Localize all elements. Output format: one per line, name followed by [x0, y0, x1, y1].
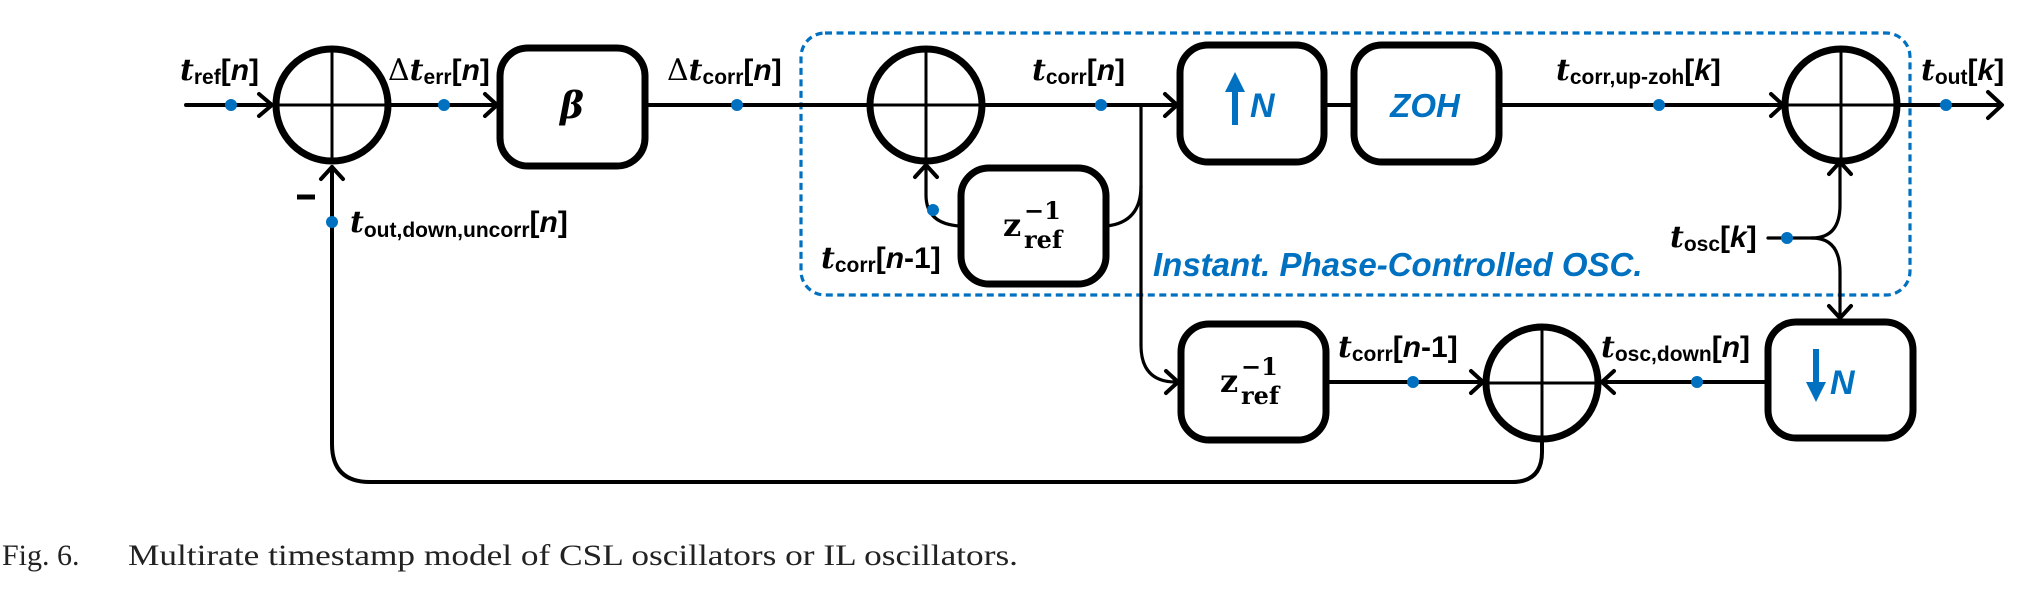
- wire-t-corr-branch-down: [1139, 103, 1178, 384]
- lower-delay-exponent: −1: [1241, 352, 1278, 381]
- wire-t-osc-down: [1810, 236, 1842, 320]
- loop-delay-exponent: −1: [1024, 196, 1061, 225]
- label-t-corr-prev-lower: tcorr[n-1]: [1338, 330, 1458, 366]
- node-t-out-down-uncorr: [326, 216, 338, 228]
- phase-controlled-osc-group-label: Instant. Phase-Controlled OSC.: [1153, 246, 1643, 283]
- label-t-osc: tosc[k]: [1670, 220, 1757, 256]
- node-t-corr: [1095, 99, 1107, 111]
- arrowhead-summer1-bottom: [319, 165, 345, 181]
- node-t-corr-prev-lower: [1407, 376, 1419, 388]
- downsample-block: N: [1764, 318, 1917, 442]
- upsample-block: N: [1176, 41, 1328, 166]
- wire-loop-delay-left: [924, 163, 962, 228]
- lower-delay-subscript: ref: [1241, 381, 1281, 410]
- label-t-corr: tcorr[n]: [1032, 53, 1125, 89]
- wire-loop-delay-right: [1105, 184, 1143, 228]
- loop-delay-block: z −1 ref: [957, 164, 1110, 288]
- label-t-out-down-uncorr: tout,down,uncorr[n]: [350, 205, 568, 242]
- label-t-corr-prev-loop: tcorr[n-1]: [821, 241, 941, 277]
- phase-controlled-osc-group-box: [799, 31, 1912, 297]
- zoh-label: ZOH: [1389, 87, 1461, 124]
- wire-feedback-return: [330, 165, 1544, 484]
- lower-delay-z: z: [1220, 362, 1238, 400]
- arrowhead-output: [1986, 90, 2004, 120]
- zoh-block: ZOH: [1350, 41, 1503, 166]
- upsample-factor-label: N: [1250, 87, 1276, 125]
- down-arrow-icon: [1806, 349, 1826, 402]
- label-t-ref: tref[n]: [180, 53, 259, 89]
- loop-delay-z: z: [1003, 206, 1021, 244]
- node-dt-err: [438, 99, 450, 111]
- node-t-osc-down: [1691, 376, 1703, 388]
- label-dt-err: Δterr[n]: [388, 53, 490, 89]
- arrowhead-summer2-bottom: [913, 163, 939, 179]
- node-dt-corr: [731, 99, 743, 111]
- up-arrow-icon: [1225, 72, 1245, 125]
- wire-t-osc-up: [1810, 160, 1842, 240]
- arrowhead-summer1-left: [257, 92, 274, 118]
- beta-label: β: [558, 85, 584, 127]
- output-summer: [1781, 45, 1901, 165]
- correction-accumulator-summer: [866, 45, 986, 165]
- node-t-ref: [225, 99, 237, 111]
- label-t-out: tout[k]: [1921, 53, 2004, 89]
- node-t-corr-up-zoh: [1653, 99, 1665, 111]
- label-t-corr-up-zoh: tcorr,up-zoh[k]: [1556, 53, 1721, 89]
- arrowhead-summer3-right: [1600, 369, 1616, 395]
- figure-caption-text: Multirate timestamp model of CSL oscilla…: [128, 539, 1018, 572]
- lower-summer: [1482, 323, 1602, 443]
- lower-delay-block: z −1 ref: [1177, 320, 1330, 444]
- node-t-out: [1940, 99, 1952, 111]
- label-t-osc-down: tosc,down[n]: [1601, 330, 1750, 366]
- loop-delay-subscript: ref: [1024, 225, 1064, 254]
- label-dt-corr: Δtcorr[n]: [667, 53, 782, 89]
- arrowhead-downsample-input: [1827, 304, 1853, 320]
- figure-caption-number: Fig. 6.: [2, 539, 80, 572]
- downsample-factor-label: N: [1830, 364, 1856, 402]
- error-summer: [272, 45, 392, 165]
- node-t-osc: [1781, 232, 1793, 244]
- node-t-corr-prev-loop: [927, 204, 939, 216]
- beta-gain-block: β: [496, 44, 649, 170]
